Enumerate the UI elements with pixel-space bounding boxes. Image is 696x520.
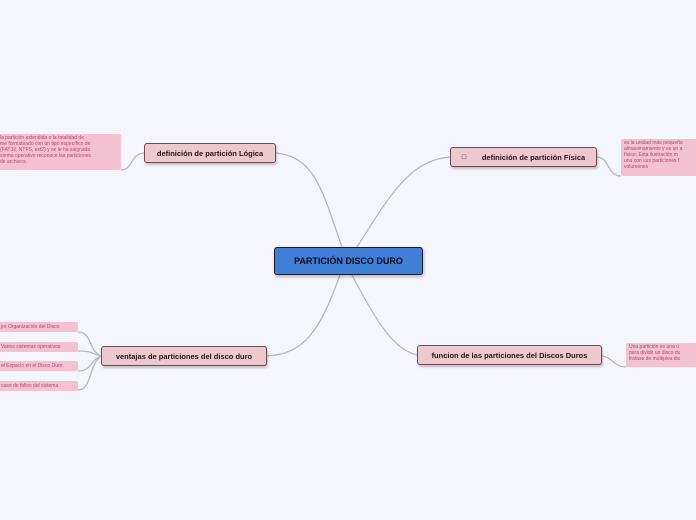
connector-ventajas-item-4 [77,355,102,391]
branch-funcion-label: funcion de las particiones del Discos Du… [431,350,588,360]
connector-central-fisica [356,156,451,248]
branch-logica[interactable]: definición de partición Lógica [144,143,276,163]
connector-fisica-note [596,156,622,177]
note-funcion[interactable]: Una partición es una u para dividir un d… [626,343,696,367]
ventajas-item-2[interactable]: Varios sistemas operativos [0,342,78,352]
branch-funcion[interactable]: funcion de las particiones del Discos Du… [417,345,602,365]
connector-logica-note [120,152,145,171]
connector-central-funcion [351,274,418,356]
connector-ventajas-item-3 [77,355,102,372]
central-topic[interactable]: PARTICIÓN DISCO DURO [274,247,423,275]
connector-ventajas-item-2 [77,350,102,357]
ventajas-item-3[interactable]: el Espacio en el Disco Duro [0,361,78,371]
connector-central-logica [275,152,343,248]
branch-ventajas[interactable]: ventajas de particiones del disco duro [101,346,267,366]
branch-ventajas-label: ventajas de particiones del disco duro [115,351,253,361]
branch-logica-label: definición de partición Lógica [156,148,264,158]
connector-central-ventajas [266,274,341,357]
branch-fisica[interactable]: □ definición de partición Física [450,147,597,167]
branch-fisica-label: definición de partición Física [481,152,586,162]
document-icon: □ [461,153,467,161]
ventajas-item-4[interactable]: caso de fallos del sistema [0,381,78,391]
ventajas-item-1[interactable]: jor Organización del Disco [0,322,78,332]
note-fisica[interactable]: es la unidad más pequeña almacenamiento … [621,139,696,176]
note-logica[interactable]: la partición extendida o la totalidad de… [0,134,121,170]
connector-funcion-note [601,355,627,368]
central-topic-label: PARTICIÓN DISCO DURO [294,256,403,266]
connector-ventajas-item-1 [77,331,102,357]
